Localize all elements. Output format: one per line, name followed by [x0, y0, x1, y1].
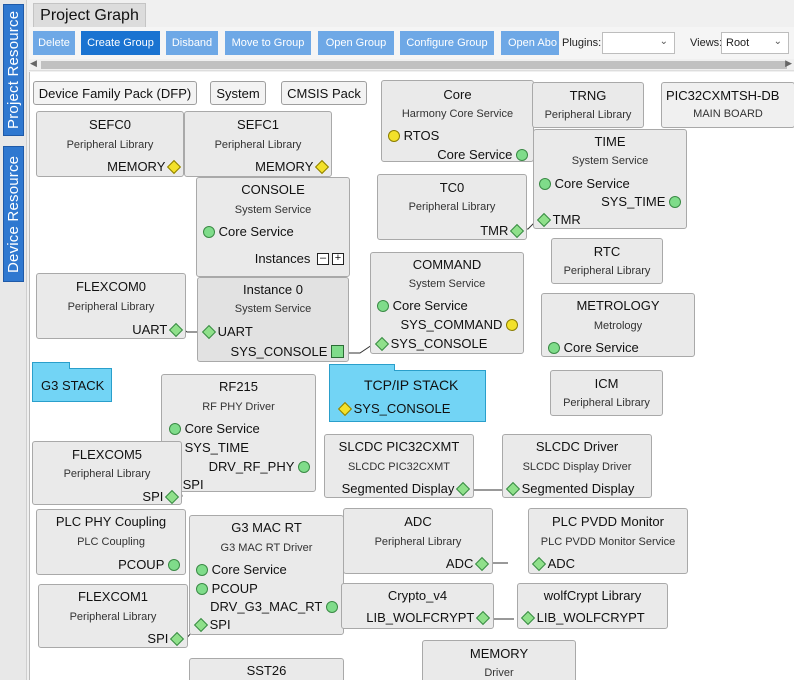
- delete-button[interactable]: Delete: [33, 31, 75, 55]
- left-sidebar: Project Resource Device Resource: [0, 0, 27, 680]
- spi-port-icon[interactable]: [164, 489, 180, 504]
- create-group-button[interactable]: Create Group: [81, 31, 160, 55]
- core-service-port-icon[interactable]: [169, 422, 181, 435]
- configure-group-button[interactable]: Configure Group: [400, 31, 494, 55]
- tmr-port-icon[interactable]: [536, 212, 552, 227]
- rtc-node[interactable]: RTC Peripheral Library: [551, 238, 663, 284]
- sys-command-port-icon[interactable]: [506, 318, 518, 331]
- core-service-port-icon[interactable]: [203, 225, 215, 238]
- tab-project-graph[interactable]: Project Graph: [33, 3, 146, 27]
- g3-mac-rt-node[interactable]: G3 MAC RT G3 MAC RT Driver Core Service …: [189, 515, 344, 635]
- scrollbar-thumb[interactable]: [41, 61, 787, 69]
- move-to-group-button[interactable]: Move to Group: [225, 31, 311, 55]
- rf215-node[interactable]: RF215 RF PHY Driver Core Service SYS_TIM…: [161, 374, 316, 492]
- console-node[interactable]: CONSOLE System Service Core Service Inst…: [196, 177, 350, 277]
- sys-time-port-icon[interactable]: [669, 195, 681, 208]
- crypto-v4-node[interactable]: Crypto_v4 LIB_WOLFCRYPT: [341, 583, 494, 629]
- icm-node[interactable]: ICM Peripheral Library: [550, 370, 663, 416]
- sefc0-node[interactable]: SEFC0 Peripheral Library MEMORY: [36, 111, 184, 177]
- plugins-select[interactable]: ⌄: [602, 32, 675, 54]
- remove-instance-icon[interactable]: –: [317, 252, 329, 265]
- slcdc-pic32cxmt-node[interactable]: SLCDC PIC32CXMT SLCDC PIC32CXMT Segmente…: [324, 434, 474, 498]
- core-node[interactable]: Core Harmony Core Service RTOS Core Serv…: [381, 80, 534, 162]
- plc-phy-coupling-node[interactable]: PLC PHY Coupling PLC Coupling PCOUP: [36, 509, 186, 575]
- drv-rf-phy-port-icon[interactable]: [298, 460, 310, 473]
- views-label: Views:: [690, 37, 723, 49]
- scroll-right-icon[interactable]: ▶: [785, 58, 792, 68]
- core-service-port-icon[interactable]: [516, 148, 528, 161]
- core-service-port-icon[interactable]: [377, 299, 389, 312]
- memory-driver-node[interactable]: MEMORY Driver: [422, 640, 576, 680]
- spi-port-icon[interactable]: [169, 631, 185, 646]
- console-instance0-node[interactable]: Instance 0 System Service UART SYS_CONSO…: [197, 277, 349, 362]
- drv-g3-mac-rt-port-icon[interactable]: [326, 600, 338, 613]
- adc-port-icon[interactable]: [531, 556, 547, 571]
- slcdc-driver-node[interactable]: SLCDC Driver SLCDC Display Driver Segmen…: [502, 434, 652, 498]
- command-node[interactable]: COMMAND System Service Core Service SYS_…: [370, 252, 524, 354]
- disband-button[interactable]: Disband: [166, 31, 218, 55]
- flexcom0-node[interactable]: FLEXCOM0 Peripheral Library UART: [36, 273, 186, 339]
- lib-wolfcrypt-port-icon[interactable]: [520, 610, 536, 625]
- wolfcrypt-library-node[interactable]: wolfCrypt Library LIB_WOLFCRYPT: [517, 583, 668, 629]
- sys-console-port-icon[interactable]: [337, 401, 353, 416]
- chevron-down-icon: ⌄: [659, 36, 668, 47]
- sys-console-port-icon[interactable]: [331, 345, 344, 358]
- uart-port-icon[interactable]: [168, 322, 184, 337]
- sys-console-port-icon[interactable]: [374, 336, 390, 351]
- horizontal-scrollbar[interactable]: ◀ ▶: [29, 58, 794, 71]
- pcoup-port-icon[interactable]: [196, 582, 208, 595]
- add-instance-icon[interactable]: +: [332, 252, 344, 265]
- core-service-port-icon[interactable]: [539, 177, 551, 190]
- tc0-node[interactable]: TC0 Peripheral Library TMR: [377, 174, 527, 240]
- core-service-port-icon[interactable]: [196, 563, 208, 576]
- cmsis-pack-group-button[interactable]: CMSIS Pack: [281, 81, 367, 105]
- dfp-group-button[interactable]: Device Family Pack (DFP): [33, 81, 197, 105]
- memory-port-icon[interactable]: [314, 159, 330, 174]
- segmented-display-port-icon[interactable]: [455, 481, 471, 496]
- flexcom1-node[interactable]: FLEXCOM1 Peripheral Library SPI: [38, 584, 188, 648]
- trng-node[interactable]: TRNG Peripheral Library: [532, 82, 644, 128]
- tab-device-resource[interactable]: Device Resource: [3, 146, 24, 282]
- pcoup-port-icon[interactable]: [168, 558, 180, 571]
- plc-pvdd-monitor-node[interactable]: PLC PVDD Monitor PLC PVDD Monitor Servic…: [528, 508, 688, 574]
- segmented-display-port-icon[interactable]: [505, 481, 521, 496]
- lib-wolfcrypt-port-icon[interactable]: [475, 610, 491, 625]
- core-service-port-icon[interactable]: [548, 341, 560, 354]
- views-select[interactable]: Root⌄: [721, 32, 789, 54]
- time-node[interactable]: TIME System Service Core Service SYS_TIM…: [533, 129, 687, 229]
- system-group-button[interactable]: System: [210, 81, 266, 105]
- flexcom5-node[interactable]: FLEXCOM5 Peripheral Library SPI: [32, 441, 182, 505]
- metrology-node[interactable]: METROLOGY Metrology Core Service: [541, 293, 695, 357]
- rtos-port-icon[interactable]: [388, 129, 400, 142]
- uart-port-icon[interactable]: [201, 324, 217, 339]
- graph-toolbar: Delete Create Group Disband Move to Grou…: [29, 27, 794, 59]
- spi-port-icon[interactable]: [193, 617, 209, 632]
- tcpip-stack-group[interactable]: TCP/IP STACK SYS_CONSOLE: [329, 364, 486, 422]
- tmr-port-icon[interactable]: [509, 223, 525, 238]
- adc-port-icon[interactable]: [474, 556, 490, 571]
- adc-node[interactable]: ADC Peripheral Library ADC: [343, 508, 493, 574]
- open-about-button[interactable]: Open Abo: [501, 31, 559, 55]
- sst26-node[interactable]: SST26: [189, 658, 344, 680]
- g3-stack-group[interactable]: G3 STACK: [32, 362, 112, 402]
- plugins-label: Plugins:: [562, 37, 602, 49]
- scroll-left-icon[interactable]: ◀: [30, 58, 37, 68]
- project-graph-canvas[interactable]: Device Family Pack (DFP) System CMSIS Pa…: [29, 72, 794, 680]
- board-node[interactable]: PIC32CXMTSH-DB MAIN BOARD: [661, 82, 794, 128]
- chevron-down-icon: ⌄: [773, 36, 782, 47]
- tab-project-resource[interactable]: Project Resource: [3, 4, 24, 136]
- open-group-button[interactable]: Open Group: [318, 31, 394, 55]
- memory-port-icon[interactable]: [166, 159, 182, 174]
- sefc1-node[interactable]: SEFC1 Peripheral Library MEMORY: [184, 111, 332, 177]
